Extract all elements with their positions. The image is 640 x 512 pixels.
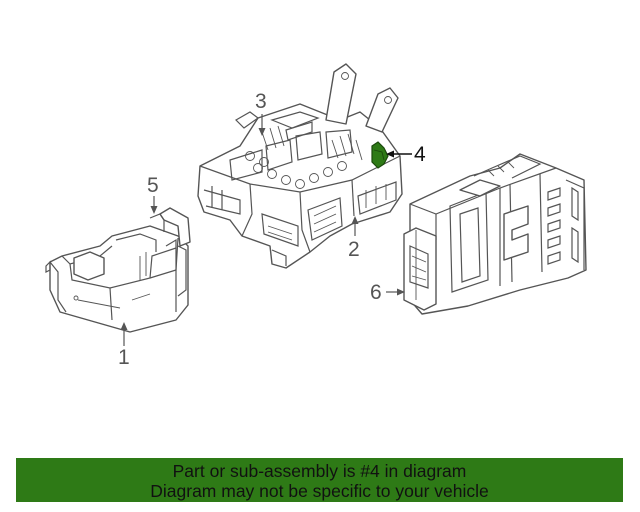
banner-line-1: Part or sub-assembly is #4 in diagram <box>172 461 467 481</box>
callout-2: 2 <box>348 238 360 261</box>
callout-3: 3 <box>255 90 267 113</box>
callout-6: 6 <box>370 281 382 304</box>
leader-lines <box>120 114 412 346</box>
callout-4: 4 <box>414 143 426 166</box>
callout-1: 1 <box>118 346 130 369</box>
info-banner: Part or sub-assembly is #4 in diagram Di… <box>16 458 623 502</box>
banner-line-2: Diagram may not be specific to your vehi… <box>150 481 489 501</box>
part-1-lower-box[interactable] <box>45 207 191 333</box>
part-2-fuse-relay-box[interactable] <box>197 63 403 269</box>
part-6-control-module[interactable] <box>403 153 587 315</box>
part-4-highlighted-relay[interactable] <box>371 141 389 169</box>
callout-5: 5 <box>147 174 159 197</box>
